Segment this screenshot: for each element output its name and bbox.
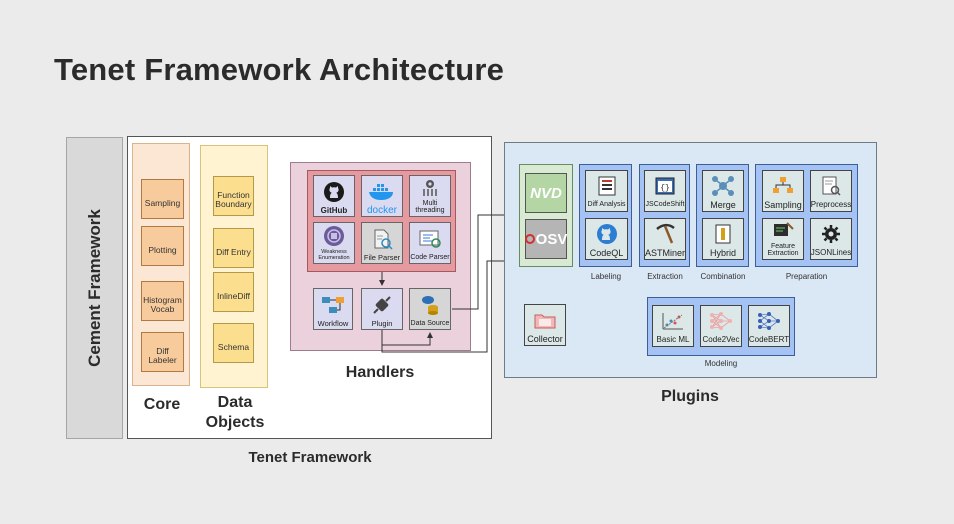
plugins-label: Plugins bbox=[661, 388, 719, 405]
merge-network-icon bbox=[703, 171, 743, 201]
docker-icon bbox=[362, 176, 402, 207]
jsonlines-tile: JSONLines bbox=[810, 218, 852, 260]
core-item-plotting: Plotting bbox=[141, 226, 184, 266]
workflow-icon bbox=[314, 289, 352, 320]
data-item-diff-entry: Diff Entry bbox=[213, 228, 254, 268]
code-window-icon: {} bbox=[645, 171, 685, 201]
list-document-icon bbox=[586, 171, 627, 201]
data-item-schema: Schema bbox=[213, 323, 254, 363]
core-item-diff-labeler: Diff Labeler bbox=[141, 332, 184, 372]
labeling-label: Labeling bbox=[590, 272, 622, 281]
folder-icon bbox=[525, 305, 565, 335]
osv-ring-icon bbox=[524, 234, 535, 244]
code2vec-tile: Code2Vec bbox=[700, 305, 742, 347]
cwe-logo-icon bbox=[314, 223, 354, 249]
cement-framework-panel: Cement Framework bbox=[66, 137, 123, 439]
astminer-tile: ASTMiner bbox=[644, 218, 686, 260]
nvd-logo: NVD bbox=[530, 184, 562, 202]
extraction-label: Extraction bbox=[647, 272, 683, 281]
scatter-plot-icon bbox=[653, 306, 693, 336]
osv-tile: OSV bbox=[524, 219, 567, 259]
codebert-tile: CodeBERT bbox=[748, 305, 790, 347]
svg-text:{}: {} bbox=[660, 184, 670, 193]
file-search-icon bbox=[362, 223, 402, 254]
combination-label: Combination bbox=[700, 272, 746, 281]
docker-tile: docker bbox=[361, 175, 403, 217]
sampling-icon bbox=[763, 171, 803, 201]
tenet-framework-label: Tenet Framework bbox=[248, 449, 372, 466]
json-gear-icon bbox=[811, 219, 851, 249]
weakness-enumeration-tile: Weakness Enumeration bbox=[313, 222, 355, 264]
preprocess-tile: Preprocess bbox=[810, 170, 852, 212]
feature-extraction-tile: Feature Extraction bbox=[762, 218, 804, 260]
multithreading-tile: Multi threading bbox=[409, 175, 451, 217]
osv-logo: OSV bbox=[524, 231, 567, 248]
github-icon bbox=[314, 176, 354, 207]
github-tile: GitHub bbox=[313, 175, 355, 217]
hybrid-doc-icon bbox=[703, 219, 743, 249]
file-parser-tile: File Parser bbox=[361, 222, 403, 264]
core-label: Core bbox=[143, 396, 181, 413]
plug-icon bbox=[362, 289, 402, 320]
modeling-label: Modeling bbox=[704, 359, 738, 368]
github-octocat-icon bbox=[586, 219, 627, 249]
hybrid-tile: Hybrid bbox=[702, 218, 744, 260]
diff-analysis-tile: Diff Analysis bbox=[585, 170, 628, 212]
page-title: Tenet Framework Architecture bbox=[54, 52, 505, 87]
code-parser-icon bbox=[410, 223, 450, 254]
data-objects-label: Data Objects bbox=[205, 394, 265, 431]
sampling-tile: Sampling bbox=[762, 170, 804, 212]
codeql-tile: CodeQL bbox=[585, 218, 628, 260]
feature-extraction-icon bbox=[763, 219, 803, 243]
jscodeshift-tile: {} JSCodeShift bbox=[644, 170, 686, 212]
data-source-tile: Data Source bbox=[409, 288, 451, 330]
core-item-histogram-vocab: Histogram Vocab bbox=[141, 281, 184, 321]
neural-net-icon bbox=[701, 306, 741, 336]
data-item-function-boundary: Function Boundary bbox=[213, 176, 254, 216]
collector-tile: Collector bbox=[524, 304, 566, 346]
code-parser-tile: Code Parser bbox=[409, 222, 451, 264]
neural-net-blue-icon bbox=[749, 306, 789, 336]
document-search-icon bbox=[811, 171, 851, 201]
gear-threads-icon bbox=[410, 176, 450, 200]
plugin-tile: Plugin bbox=[361, 288, 403, 330]
preparation-label: Preparation bbox=[785, 272, 828, 281]
basic-ml-tile: Basic ML bbox=[652, 305, 694, 347]
handlers-label: Handlers bbox=[345, 364, 415, 381]
data-item-inlinediff: InlineDiff bbox=[213, 272, 254, 312]
nvd-tile: NVD bbox=[525, 173, 567, 213]
merge-tile: Merge bbox=[702, 170, 744, 212]
workflow-tile: Workflow bbox=[313, 288, 353, 330]
pickaxe-icon bbox=[645, 219, 685, 249]
core-item-sampling: Sampling bbox=[141, 179, 184, 219]
database-cloud-icon bbox=[410, 289, 450, 320]
